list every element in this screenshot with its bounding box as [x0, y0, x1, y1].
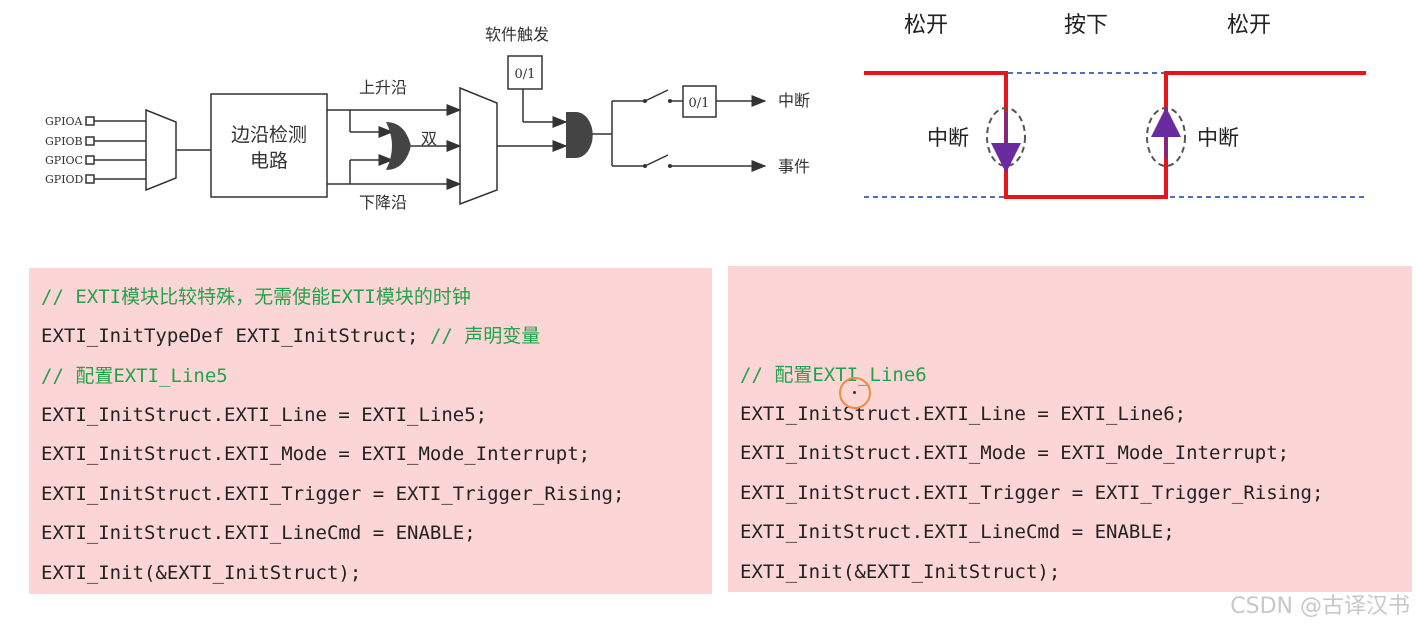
- pin-gpiod: [85, 174, 95, 184]
- edge-detect-box: [210, 93, 328, 198]
- pressed-label: 按下: [1064, 13, 1108, 38]
- code-line-exti-line: EXTI_InitStruct.EXTI_Line = EXTI_Line6;: [740, 403, 1187, 425]
- button-signal-waveform: [864, 71, 1366, 199]
- code-line-exti-trigger: EXTI_InitStruct.EXTI_Trigger = EXTI_Trig…: [740, 482, 1324, 504]
- csdn-watermark: CSDN @古译汉书: [1230, 594, 1410, 619]
- pin-gpioc: [85, 155, 95, 165]
- gpio-label-a: GPIOA: [45, 115, 84, 128]
- both-edge-label: 双: [421, 129, 437, 148]
- code-declare-statement: EXTI_InitTypeDef EXTI_InitStruct;: [41, 325, 430, 347]
- code-panel-line6: // 配置EXTI_Line6 EXTI_InitStruct.EXTI_Lin…: [728, 266, 1412, 592]
- interrupt-output-label: 中断: [778, 91, 810, 110]
- and-gate: [566, 112, 593, 158]
- pin-gpiob: [85, 136, 95, 146]
- trigger-mux: [459, 86, 498, 206]
- code-line-exti-line: EXTI_InitStruct.EXTI_Line = EXTI_Line5;: [41, 404, 488, 426]
- gpio-label-b: GPIOB: [45, 135, 83, 148]
- interrupt-label-right: 中断: [1197, 126, 1239, 150]
- rising-edge-label: 上升沿: [359, 78, 407, 97]
- software-trigger-toggle: 0/1: [515, 67, 536, 82]
- edge-detect-label-2: 电路: [250, 150, 288, 172]
- code-line-exti-mode: EXTI_InitStruct.EXTI_Mode = EXTI_Mode_In…: [740, 442, 1290, 464]
- mask-toggle-text: 0/1: [689, 96, 710, 111]
- software-trigger-box: [507, 55, 543, 90]
- released-label-right: 松开: [1227, 13, 1271, 38]
- interrupt-label-left: 中断: [927, 126, 969, 150]
- code-line-exti-trigger: EXTI_InitStruct.EXTI_Trigger = EXTI_Trig…: [41, 483, 625, 505]
- code-line-exti-init: EXTI_Init(&EXTI_InitStruct);: [41, 562, 362, 584]
- input-mux: [145, 108, 177, 192]
- mouse-cursor-highlight: [839, 377, 871, 409]
- code-line-exti-mode: EXTI_InitStruct.EXTI_Mode = EXTI_Mode_In…: [41, 443, 591, 465]
- code-panel-line5: // EXTI模块比较特殊，无需使能EXTI模块的时钟 EXTI_InitTyp…: [29, 268, 712, 594]
- button-timing-diagram: 松开 按下 松开 中断 中断: [864, 13, 1366, 199]
- code-declare-comment: // 声明变量: [429, 325, 541, 347]
- edge-detect-label-1: 边沿检测: [231, 124, 307, 146]
- gpio-label-c: GPIOC: [45, 154, 83, 167]
- gpio-label-d: GPIOD: [45, 173, 84, 186]
- released-label-left: 松开: [904, 13, 948, 38]
- or-gate: [386, 122, 411, 170]
- code-comment-config-line5: // 配置EXTI_Line5: [41, 365, 228, 387]
- exti-block-diagram: GPIOA GPIOB GPIOC GPIOD 边沿检测 电路 上升沿 下降沿 …: [45, 25, 810, 212]
- code-line-exti-linecmd: EXTI_InitStruct.EXTI_LineCmd = ENABLE;: [740, 521, 1175, 543]
- code-line-exti-init: EXTI_Init(&EXTI_InitStruct);: [740, 561, 1061, 583]
- software-trigger-label: 软件触发: [485, 25, 549, 44]
- code-line-declare: EXTI_InitTypeDef EXTI_InitStruct; // 声明变…: [41, 324, 540, 348]
- event-output-label: 事件: [778, 157, 810, 176]
- mouse-cursor-dot: [853, 391, 856, 394]
- falling-edge-highlight: [986, 107, 1026, 167]
- falling-edge-label: 下降沿: [359, 193, 407, 212]
- code-comment-config-line6: // 配置EXTI_Line6: [740, 364, 927, 386]
- code-line-exti-linecmd: EXTI_InitStruct.EXTI_LineCmd = ENABLE;: [41, 522, 476, 544]
- code-comment-clock: // EXTI模块比较特殊，无需使能EXTI模块的时钟: [41, 286, 471, 308]
- pin-gpioa: [85, 116, 95, 126]
